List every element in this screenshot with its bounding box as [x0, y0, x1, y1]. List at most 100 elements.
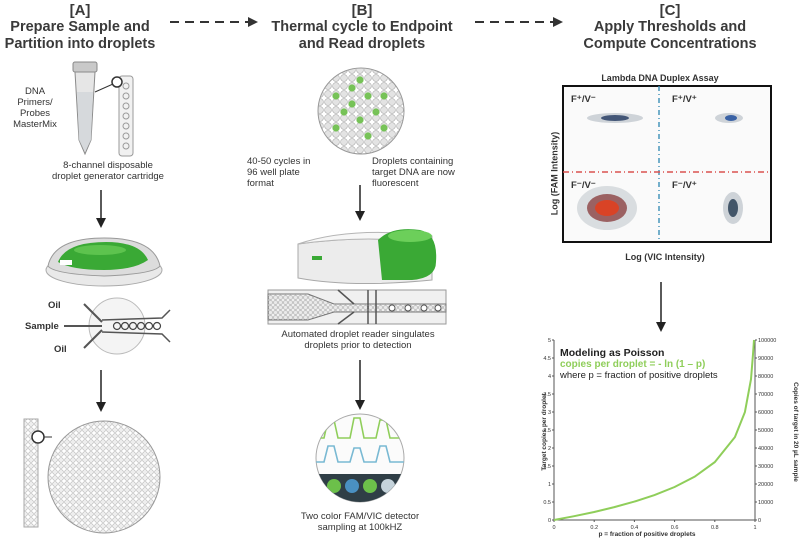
poisson-y2-tick-label: 90000 [758, 356, 773, 362]
poisson-y-tick-label: 3 [548, 410, 551, 416]
panel-b-header: [B] Thermal cycle to Endpoint and Read d… [262, 2, 462, 53]
poisson-y-tick-label: 0 [548, 518, 551, 524]
panel-a-title-line1: Prepare Sample and [10, 19, 150, 35]
reagent-line: MasterMix [13, 119, 57, 130]
scatter-plot [562, 85, 772, 243]
poisson-y2-tick-label: 30000 [758, 464, 773, 470]
poisson-chart: 00.511.522.533.544.550100002000030000400… [541, 338, 799, 538]
fluor-line: target DNA are now [372, 167, 455, 178]
arrow-c1 [656, 282, 666, 332]
poisson-y2-axis-label: Copies of target in 20 µL sample [792, 382, 799, 482]
callout-circle [111, 76, 123, 88]
poisson-y-tick-label: 4.5 [543, 356, 551, 362]
cluster-fam-pos-vic-pos [715, 113, 743, 123]
arrow-a1 [96, 190, 106, 228]
poisson-y2-tick-label: 80000 [758, 374, 773, 380]
poisson-x-tick-label: 0.4 [631, 525, 639, 531]
poisson-y2-tick-label: 100000 [758, 338, 776, 344]
microfluidic-junction [64, 297, 171, 355]
poisson-y-tick-label: 5 [548, 338, 551, 344]
poisson-y-axis-label: Target copies per droplet [541, 392, 548, 470]
cluster-fam-neg-vic-neg [577, 186, 637, 230]
poisson-x-tick-label: 0.2 [590, 525, 598, 531]
cartridge-line: 8-channel disposable [63, 160, 153, 171]
droplet-disk [23, 418, 161, 534]
cycles-line: 40-50 cycles in [247, 156, 311, 167]
panel-b-title-line1: Thermal cycle to Endpoint [271, 19, 453, 35]
fluor-line: Droplets containing [372, 156, 454, 167]
cluster-fam-pos-vic-neg [587, 113, 643, 123]
panel-a-header: [A] Prepare Sample and Partition into dr… [0, 2, 160, 53]
panel-b-title-line2: and Read droplets [298, 36, 426, 52]
reagent-line: DNA [24, 86, 46, 97]
poisson-box-title: Modeling as Poisson [560, 347, 665, 359]
reader-label: Automated droplet reader singulates drop… [258, 329, 458, 351]
detector-line: sampling at 100kHZ [317, 522, 403, 533]
flow-arrows [170, 17, 563, 27]
panel-c-title-line2: Compute Concentrations [583, 36, 757, 52]
sample-tube-illustration [72, 61, 134, 157]
poisson-y-tick-label: 1 [548, 482, 551, 488]
poisson-y2-tick-label: 10000 [758, 500, 773, 506]
oil-top-label: Oil [48, 300, 61, 311]
poisson-x-tick-label: 0.8 [711, 525, 719, 531]
poisson-y2-tick-label: 60000 [758, 410, 773, 416]
panel-a-tag: [A] [69, 2, 91, 19]
poisson-x-axis-label: p = fraction of positive droplets [599, 531, 696, 538]
reader-channel [267, 289, 447, 325]
poisson-y-tick-label: 4 [548, 374, 551, 380]
poisson-y-tick-label: 3.5 [543, 392, 551, 398]
panel-c-title-line1: Apply Thresholds and [593, 19, 747, 35]
poisson-y2-tick-label: 50000 [758, 428, 773, 434]
arrowhead-b-to-c [553, 17, 563, 27]
arrow-b2 [355, 360, 365, 410]
sample-label: Sample [25, 321, 59, 332]
cartridge-line: droplet generator cartridge [52, 171, 164, 182]
droplet-generator-instrument [45, 237, 163, 287]
cycles-line: 96 well plate [247, 167, 300, 178]
poisson-y2-tick-label: 70000 [758, 392, 773, 398]
quadrant-f-neg-v-pos: F⁻/V⁺ [672, 180, 697, 191]
quadrant-f-neg-v-neg: F⁻/V⁻ [571, 180, 596, 191]
detector-line: Two color FAM/VIC detector [300, 511, 420, 522]
tube-cap [72, 61, 98, 73]
arrow-a2 [96, 370, 106, 412]
poisson-y-tick-label: 2.5 [543, 428, 551, 434]
panel-c-header: [C] Apply Thresholds and Compute Concent… [570, 2, 770, 53]
arrow-b1 [355, 185, 365, 221]
droplet-disk-circle [47, 420, 161, 534]
cycles-line: format [247, 178, 274, 189]
detector-trace [315, 413, 405, 503]
cartridge-label: 8-channel disposable droplet generator c… [28, 160, 188, 182]
quadrant-f-pos-v-pos: F⁺/V⁺ [672, 94, 697, 105]
fluor-line: fluorescent [372, 178, 419, 189]
poisson-formula: copies per droplet = - ln (1 – p) [560, 359, 706, 370]
panel-b-tag: [B] [351, 2, 373, 19]
panel-c-tag: [C] [659, 2, 681, 19]
detector-label: Two color FAM/VIC detector sampling at 1… [280, 511, 440, 533]
poisson-x-tick-label: 1 [753, 525, 756, 531]
poisson-x-tick-label: 0.6 [671, 525, 679, 531]
poisson-y-tick-label: 0.5 [543, 500, 551, 506]
scatter-y-axis-label: Log (FAM Intensity) [549, 131, 560, 216]
scatter-title: Lambda DNA Duplex Assay [601, 73, 719, 83]
cycles-label: 40-50 cycles in 96 well plate format [247, 156, 337, 189]
poisson-y-tick-label: 1.5 [543, 464, 551, 470]
oil-bottom-label: Oil [54, 344, 67, 355]
poisson-curve [553, 339, 755, 521]
reagent-line: Probes [19, 108, 51, 119]
poisson-x-tick-label: 0 [552, 525, 555, 531]
droplet-strip [23, 418, 39, 528]
poisson-annotation-box: Modeling as Poisson copies per droplet =… [557, 345, 743, 383]
cluster-fam-neg-vic-pos [723, 192, 743, 224]
fluorescent-droplet-plate [317, 67, 405, 155]
arrowhead-a-to-b [248, 17, 258, 27]
reader-line: Automated droplet reader singulates [281, 329, 435, 340]
panel-a-title-line2: Partition into droplets [4, 36, 156, 52]
poisson-y-tick-label: 2 [548, 446, 551, 452]
poisson-y2-tick-label: 0 [758, 518, 761, 524]
reagent-label: DNA Primers/ Probes MasterMix [6, 86, 64, 130]
reagent-line: Primers/ [17, 97, 53, 108]
quadrant-f-pos-v-neg: F⁺/V⁻ [571, 94, 596, 105]
fluor-label: Droplets containing target DNA are now f… [372, 156, 482, 189]
